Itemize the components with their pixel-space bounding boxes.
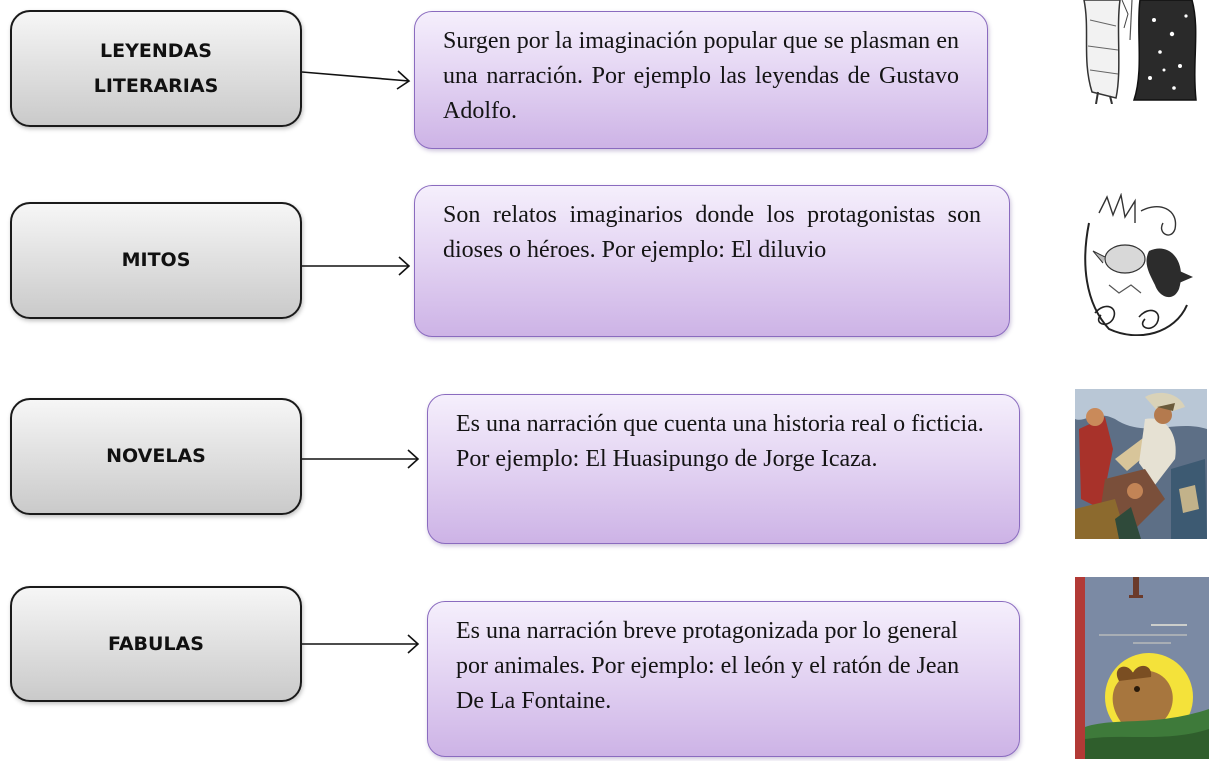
arrow-3 [302, 449, 420, 469]
description-box-mitos: Son relatos imaginarios donde los protag… [414, 185, 1010, 337]
term-box-novelas: NOVELAS [10, 398, 302, 515]
myth-illustration-icon [1079, 193, 1197, 336]
arrow-2 [302, 256, 411, 276]
fable-book-cover-icon [1075, 577, 1209, 759]
arrow-4 [302, 634, 420, 654]
term-box-fabulas: FABULAS [10, 586, 302, 702]
description-box-fabulas: Es una narración breve protagonizada por… [427, 601, 1020, 757]
arrow-1 [301, 70, 411, 90]
description-box-novelas: Es una narración que cuenta una historia… [427, 394, 1020, 544]
novel-painting-icon [1075, 389, 1207, 539]
legend-illustration-icon [1076, 0, 1210, 104]
term-box-mitos: MITOS [10, 202, 302, 319]
term-box-leyendas: LEYENDAS LITERARIAS [10, 10, 302, 127]
description-box-leyendas: Surgen por la imaginación popular que se… [414, 11, 988, 149]
